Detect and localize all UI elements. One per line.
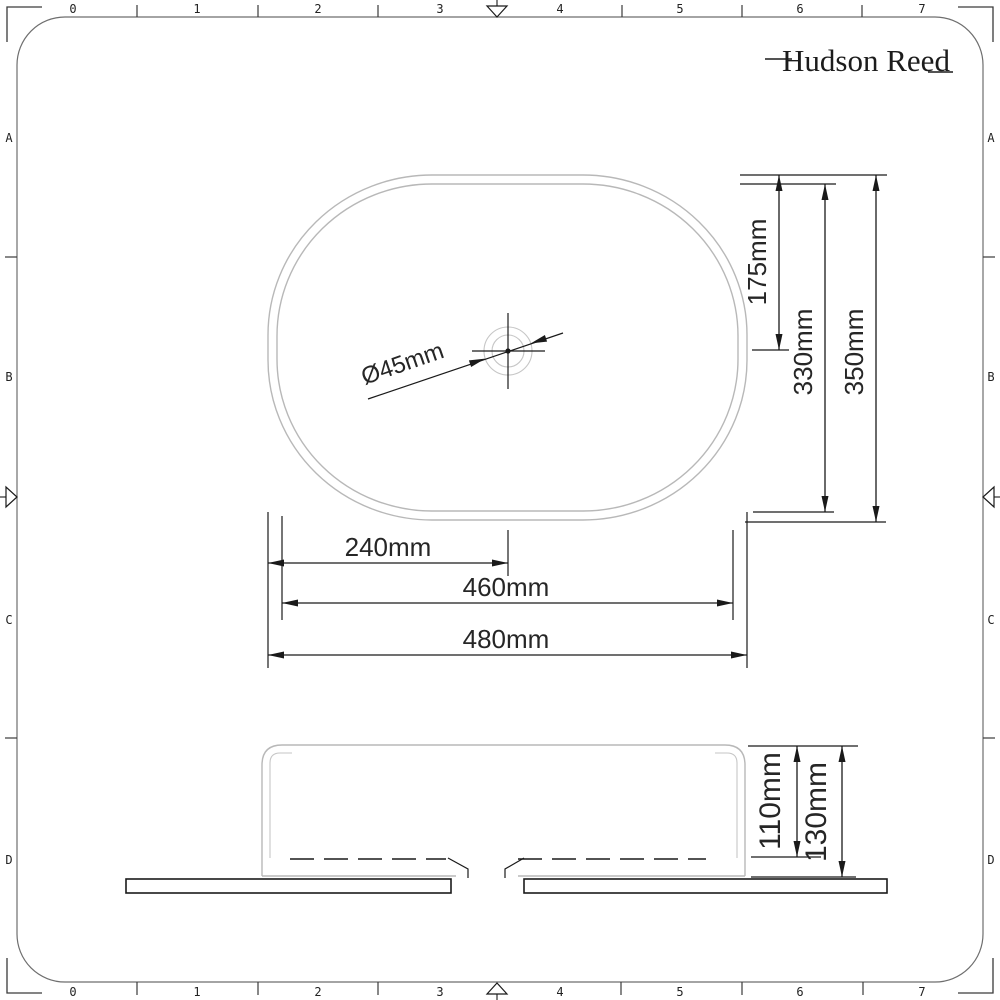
drain-leader-arrow-left <box>468 358 486 367</box>
ruler-right-label-b: B <box>987 370 994 384</box>
drain-leader-arrow-right <box>530 335 548 344</box>
trim-mark-top-left <box>6 6 42 42</box>
ruler-right-label-a: A <box>987 131 995 145</box>
ruler-top-label-2: 2 <box>314 2 321 16</box>
ruler-top-label-5: 5 <box>676 2 683 16</box>
basin-inner-rim-outline <box>276 183 739 512</box>
ruler-right-label-c: C <box>987 613 994 627</box>
ruler-bottom-label-3: 3 <box>436 985 443 999</box>
drain-leader-line <box>367 332 564 400</box>
ruler-top-label-7: 7 <box>918 2 925 16</box>
dims-top-view-horizontal: 240mm 460mm 480mm <box>267 512 748 668</box>
ruler-left-label-d: D <box>5 853 12 867</box>
ruler-top-label-6: 6 <box>796 2 803 16</box>
center-marker-right <box>982 485 1000 509</box>
ruler-bottom-label-5: 5 <box>676 985 683 999</box>
dim-label-drain-diameter: Ø45mm <box>358 337 447 390</box>
ruler-bottom-label-1: 1 <box>193 985 200 999</box>
ruler-bottom-label-4: 4 <box>556 985 563 999</box>
dim-label-drain-center-from-left: 240mm <box>345 532 432 562</box>
ruler-left-label-b: B <box>5 370 12 384</box>
dim-label-outer-depth: 350mm <box>839 309 869 396</box>
ruler-labels-left: A B C D <box>5 131 13 867</box>
ruler-top-label-4: 4 <box>556 2 563 16</box>
dim-drain-diameter: Ø45mm <box>358 332 564 400</box>
center-marker-left <box>0 485 18 509</box>
brand-logo: Hudson Reed <box>765 43 953 78</box>
trim-mark-top-right <box>958 6 994 42</box>
ruler-bottom-label-2: 2 <box>314 985 321 999</box>
countertop-right <box>523 878 888 894</box>
drain-recess-right-edge <box>504 857 525 878</box>
ruler-ticks-top <box>136 5 863 17</box>
basin-side-outline <box>261 744 746 876</box>
dim-label-inner-height: 110mm <box>754 752 787 850</box>
ruler-bottom-label-6: 6 <box>796 985 803 999</box>
basin-side-view <box>125 744 888 894</box>
ruler-labels-right: A B C D <box>987 131 995 867</box>
ruler-labels-top: 0 1 2 3 4 5 6 7 <box>69 2 925 16</box>
trim-mark-bottom-left <box>6 958 42 994</box>
ruler-top-label-3: 3 <box>436 2 443 16</box>
dim-label-drain-center-to-top: 175mm <box>742 219 772 306</box>
basin-outer-rim-outline <box>267 174 748 521</box>
center-marker-bottom <box>485 982 509 1000</box>
center-marker-top <box>485 0 509 18</box>
dim-label-inner-width: 460mm <box>463 572 550 602</box>
ruler-top-label-0: 0 <box>69 2 76 16</box>
dim-label-inner-depth: 330mm <box>788 309 818 396</box>
ruler-ticks-left <box>5 256 17 739</box>
dim-label-outer-width: 480mm <box>463 624 550 654</box>
dims-top-view-vertical: 175mm 330mm 350mm <box>740 174 887 523</box>
ruler-bottom-label-0: 0 <box>69 985 76 999</box>
drain-recess-left-edge <box>447 857 469 878</box>
ruler-top-label-1: 1 <box>193 2 200 16</box>
logo-text: Hudson Reed <box>782 43 950 78</box>
dims-side-view: 110mm 130mm <box>748 745 858 878</box>
ruler-right-label-d: D <box>987 853 994 867</box>
ruler-left-label-c: C <box>5 613 12 627</box>
ruler-ticks-right <box>983 256 995 739</box>
ruler-labels-bottom: 0 1 2 3 4 5 6 7 <box>69 985 925 999</box>
basin-side-inner-wall-left <box>269 752 292 858</box>
trim-mark-bottom-right <box>958 958 994 994</box>
ruler-left-label-a: A <box>5 131 13 145</box>
basin-top-view <box>267 174 748 521</box>
ruler-bottom-label-7: 7 <box>918 985 925 999</box>
ruler-ticks-bottom <box>136 982 864 995</box>
countertop-left <box>125 878 452 894</box>
sheet-border-frame <box>16 16 984 983</box>
basin-side-inner-wall-right <box>715 752 738 858</box>
dim-label-overall-height: 130mm <box>800 762 833 862</box>
